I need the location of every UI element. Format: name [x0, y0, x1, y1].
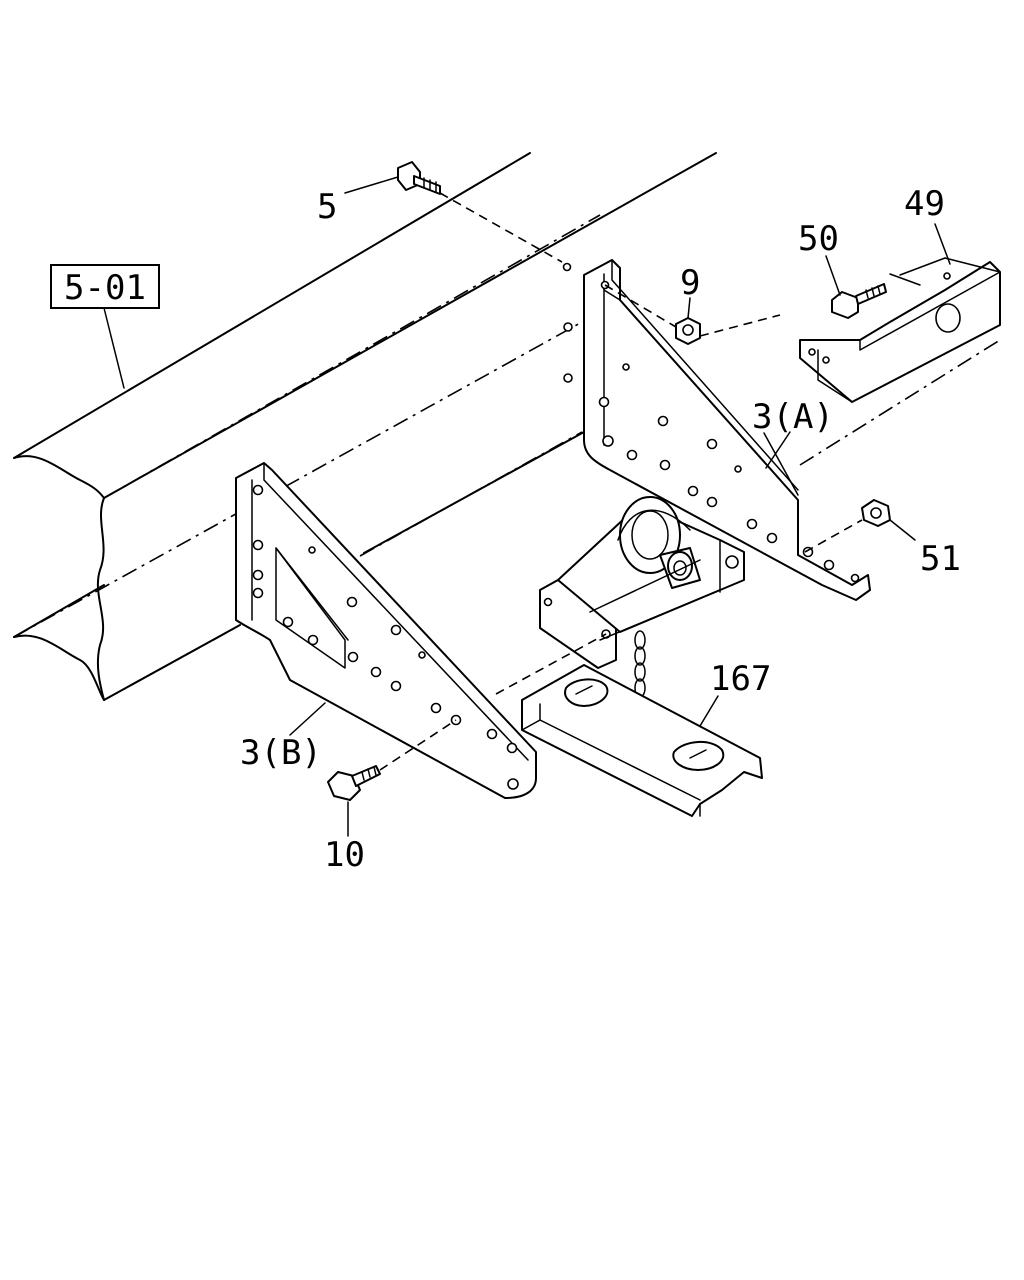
- leader-lines: [103, 176, 951, 837]
- bracket-3b: [235, 462, 537, 799]
- reference-box: 5-01: [50, 264, 160, 309]
- winch-pulley: [539, 496, 745, 669]
- nut-51: [861, 499, 891, 527]
- bolt-50: [831, 283, 887, 319]
- label-part-49: 49: [904, 184, 945, 224]
- nut-9: [675, 317, 701, 345]
- frame-rail: [13, 152, 717, 701]
- bolt-10: [327, 765, 381, 801]
- carrier-plate-167: [521, 664, 763, 817]
- assembly-lines: [439, 192, 863, 695]
- bracket-3a: [562, 259, 1001, 601]
- label-part-9: 9: [680, 263, 700, 303]
- label-part-3b: 3(B): [240, 733, 322, 773]
- bolt-5: [397, 161, 441, 195]
- label-part-167: 167: [710, 659, 771, 699]
- label-part-5: 5: [317, 187, 337, 227]
- cover-plate-49: [799, 257, 1001, 403]
- ref-label-5-01: 5-01: [64, 268, 146, 308]
- label-part-3a: 3(A): [752, 397, 834, 437]
- label-part-51: 51: [920, 539, 961, 579]
- label-part-50: 50: [798, 219, 839, 259]
- label-part-10: 10: [324, 835, 365, 875]
